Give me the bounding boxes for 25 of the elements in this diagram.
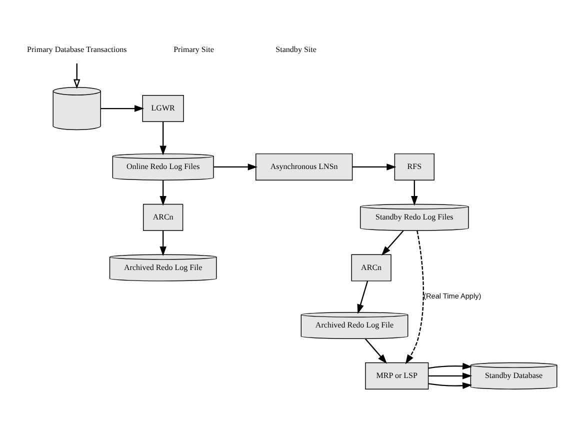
arrow xyxy=(160,122,166,156)
node-box: ARCn xyxy=(351,254,392,282)
arrow xyxy=(411,180,418,206)
arrow xyxy=(364,338,388,364)
arrow xyxy=(428,382,472,390)
node-box: LGWR xyxy=(142,95,184,122)
arrow xyxy=(428,372,472,380)
arrow xyxy=(100,105,144,112)
arrow xyxy=(160,230,166,256)
node-box: ARCn xyxy=(142,204,184,231)
node-box: Asynchronous LNSn xyxy=(256,153,353,180)
arrow xyxy=(428,362,472,370)
label: Standby Site xyxy=(276,45,316,54)
arrow xyxy=(160,180,166,206)
arrow xyxy=(214,164,258,170)
node-box: MRP or LSP xyxy=(365,362,429,390)
arrow xyxy=(405,230,424,364)
node-text: Primary Database Transactions xyxy=(27,45,127,54)
arrow xyxy=(357,280,368,314)
arrow xyxy=(352,164,396,170)
label: Primary Site xyxy=(174,45,214,54)
edge-label: (Real Time Apply) xyxy=(424,291,482,300)
arrow xyxy=(74,63,80,89)
arrow xyxy=(381,230,404,256)
node-box: RFS xyxy=(394,153,434,180)
